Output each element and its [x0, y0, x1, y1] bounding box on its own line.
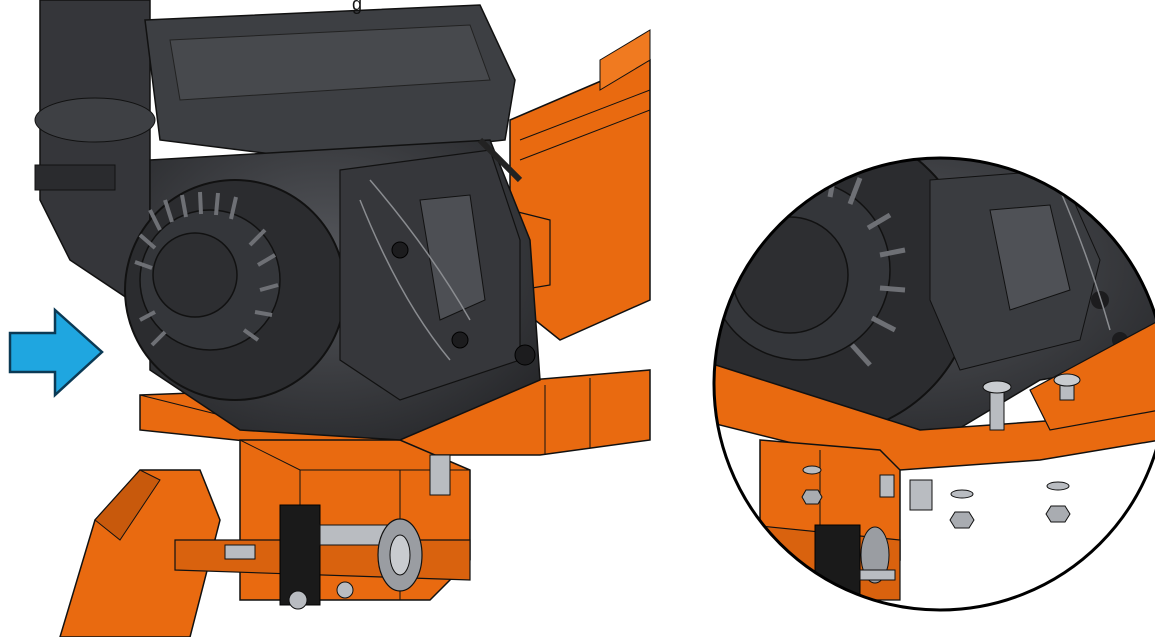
tensioner-assembly: [224, 454, 451, 610]
mount-hardware: [801, 373, 1081, 529]
detail-zoom-circle-icon: [712, 156, 1155, 612]
main-view: [8, 0, 651, 638]
engine: [34, 0, 541, 441]
direction-arrow-icon: [8, 307, 104, 398]
caption-fragment: g: [352, 0, 363, 14]
